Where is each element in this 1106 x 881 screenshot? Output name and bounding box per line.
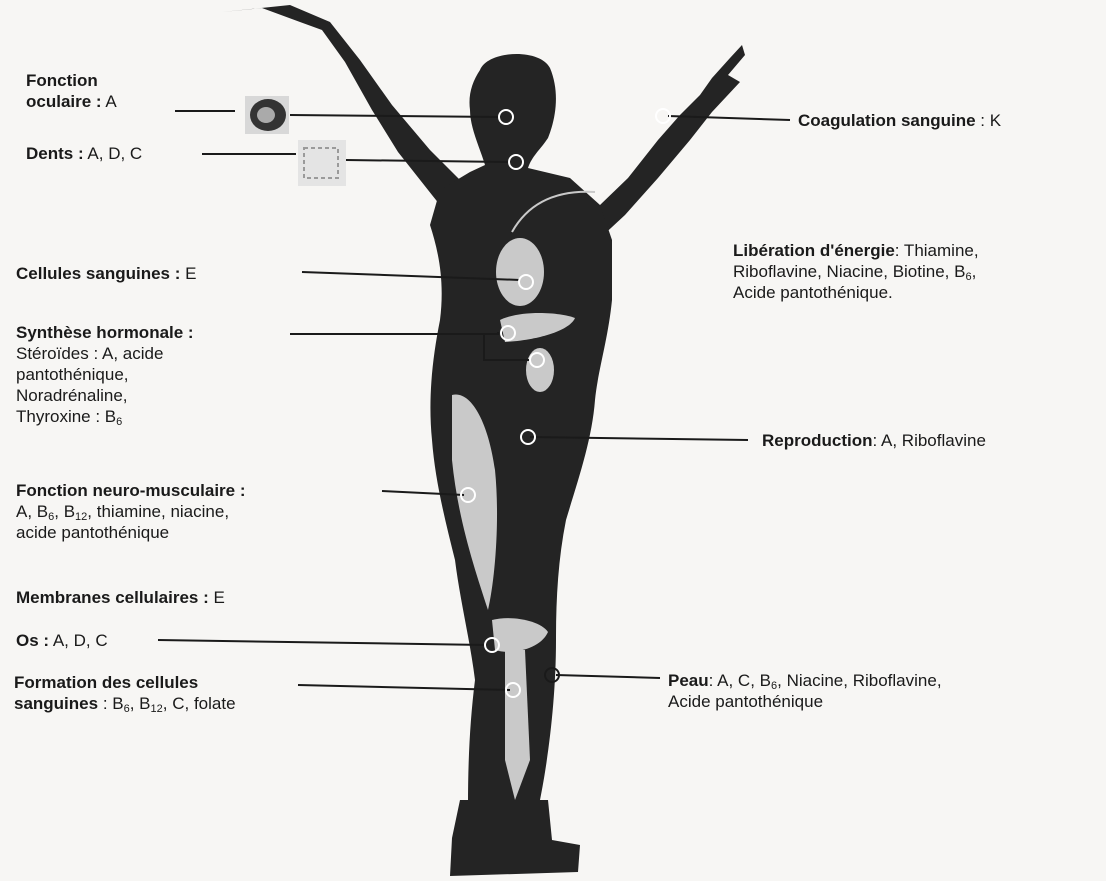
label-oculaire-line1: Fonction: [26, 70, 117, 91]
label-os-rest: A, D, C: [49, 631, 108, 650]
label-reproduction: Reproduction: A, Riboflavine: [762, 430, 986, 451]
label-liberation-energie: Libération d'énergie: Thiamine, Riboflav…: [733, 240, 979, 303]
label-neuro-a: A, B: [16, 502, 48, 521]
label-coagulation-rest: : K: [976, 111, 1002, 130]
label-synthese-sub: 6: [116, 416, 122, 428]
label-liberation-l3: Acide pantothénique.: [733, 282, 979, 303]
label-membranes-rest: E: [209, 588, 225, 607]
label-coagulation: Coagulation sanguine : K: [798, 110, 1001, 131]
label-dents-bold: Dents :: [26, 144, 84, 163]
label-liberation-bold: Libération d'énergie: [733, 241, 895, 260]
label-liberation-l2-post: ,: [972, 262, 977, 281]
label-synthese-title: Synthèse hormonale :: [16, 322, 194, 343]
label-synthese-hormonale: Synthèse hormonale : Stéroïdes : A, acid…: [16, 322, 194, 427]
label-liberation-l2: Riboflavine, Niacine, Biotine, B: [733, 262, 965, 281]
label-peau-a: : A, C, B: [709, 671, 771, 690]
label-formation-a: : B: [98, 694, 124, 713]
label-formation-s2: 12: [151, 703, 163, 715]
label-os: Os : A, D, C: [16, 630, 108, 651]
label-synthese-l4: Thyroxine : B: [16, 407, 116, 426]
label-formation-bold: sanguines: [14, 694, 98, 713]
label-oculaire-bold: oculaire :: [26, 92, 102, 111]
tooth-icon: [298, 140, 346, 186]
label-reproduction-bold: Reproduction: [762, 431, 873, 450]
pedestal: [450, 800, 580, 876]
label-dents-rest: A, D, C: [84, 144, 143, 163]
eye-icon: [245, 96, 289, 134]
right-arm: [580, 45, 745, 240]
label-neuro-c: , thiamine, niacine,: [87, 502, 229, 521]
label-peau-l2: Acide pantothénique: [668, 691, 942, 712]
label-formation-cellules: Formation des cellules sanguines : B6, B…: [14, 672, 236, 714]
label-cellules-sanguines: Cellules sanguines : E: [16, 263, 196, 284]
leader-os: [158, 640, 486, 645]
label-membranes-bold: Membranes cellulaires :: [16, 588, 209, 607]
label-peau: Peau: A, C, B6, Niacine, Riboflavine, Ac…: [668, 670, 942, 712]
label-neuro-title: Fonction neuro-musculaire :: [16, 480, 246, 501]
leader-peau: [556, 675, 660, 678]
label-synthese-l1: Stéroïdes : A, acide: [16, 343, 194, 364]
label-oculaire-rest: A: [102, 92, 117, 111]
label-synthese-l3: Noradrénaline,: [16, 385, 194, 406]
pointer-coagulation: [656, 109, 670, 123]
label-formation-title: Formation des cellules: [14, 672, 236, 693]
label-coagulation-bold: Coagulation sanguine: [798, 111, 976, 130]
label-neuro-l3: acide pantothénique: [16, 522, 246, 543]
leader-oculaire-2: [290, 115, 500, 117]
label-cellules-bold: Cellules sanguines :: [16, 264, 180, 283]
label-os-bold: Os :: [16, 631, 49, 650]
label-cellules-rest: E: [180, 264, 196, 283]
label-peau-b: , Niacine, Riboflavine,: [777, 671, 941, 690]
label-liberation-l1: : Thiamine,: [895, 241, 979, 260]
label-peau-bold: Peau: [668, 671, 709, 690]
label-neuro-b: , B: [54, 502, 75, 521]
label-fonction-oculaire: Fonction oculaire : A: [26, 70, 117, 112]
label-dents: Dents : A, D, C: [26, 143, 142, 164]
label-reproduction-rest: : A, Riboflavine: [873, 431, 986, 450]
label-formation-c: , C, folate: [163, 694, 236, 713]
label-formation-b: , B: [130, 694, 151, 713]
label-synthese-l2: pantothénique,: [16, 364, 194, 385]
heart-shape: [496, 238, 544, 306]
label-membranes-cellulaires: Membranes cellulaires : E: [16, 587, 225, 608]
label-neuro-musculaire: Fonction neuro-musculaire : A, B6, B12, …: [16, 480, 246, 543]
